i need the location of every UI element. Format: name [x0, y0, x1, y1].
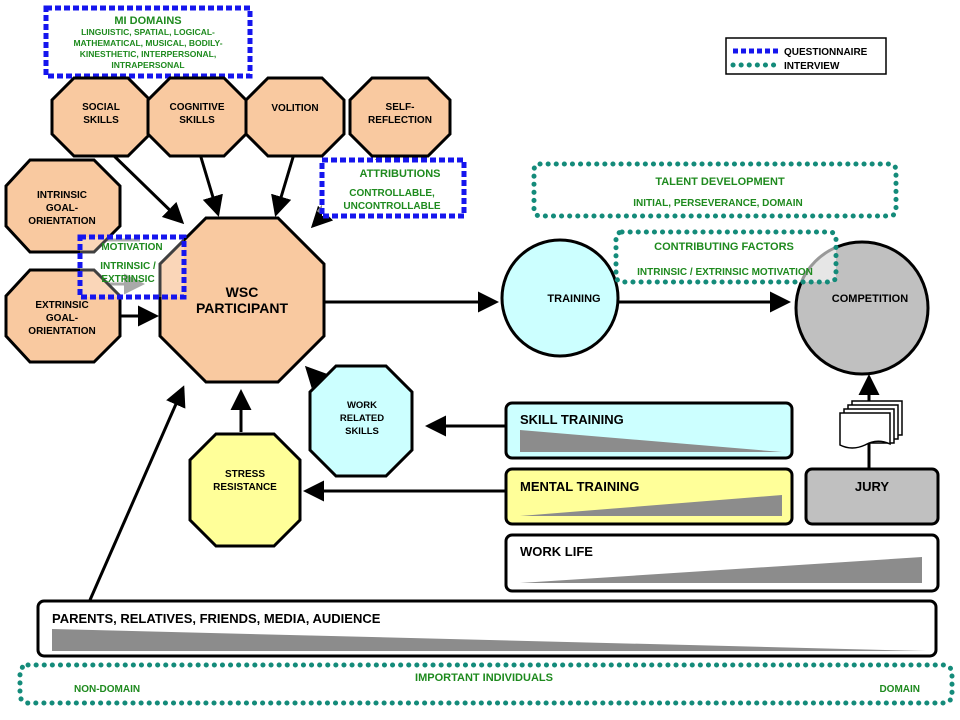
extrinsic-goal-label: EXTRINSIC	[35, 300, 88, 311]
self-reflection-label: SELF-	[386, 102, 415, 113]
extrinsic-goal-node	[4, 268, 122, 364]
extrinsic-goal-label: GOAL-	[46, 313, 78, 324]
motivation-title: MOTIVATION	[101, 242, 162, 253]
attributions-title: ATTRIBUTIONS	[359, 168, 440, 180]
documents-icon	[839, 400, 903, 449]
wsc-participant-label: WSC	[226, 284, 259, 300]
arrow-cognitive-to-participant	[198, 153, 223, 217]
social-skills-label: SOCIAL	[82, 102, 120, 113]
work-related-skills-label: SKILLS	[345, 426, 379, 437]
training-node	[500, 238, 620, 358]
legend-questionnaire-label: QUESTIONNAIRE	[784, 47, 868, 58]
extrinsic-goal-label: ORIENTATION	[28, 326, 95, 337]
contributing-factors-box: CONTRIBUTING FACTORS INTRINSIC / EXTRINS…	[613, 229, 839, 285]
arrow-social-to-participant	[108, 150, 185, 225]
mental-training-ramp	[520, 495, 782, 516]
legend: QUESTIONNAIRE INTERVIEW	[725, 37, 887, 75]
arrow-parents-to-participant	[88, 385, 186, 601]
wsc-participant-label: PARTICIPANT	[196, 300, 288, 316]
volition-node	[244, 76, 346, 158]
work-life-ramp	[520, 557, 922, 583]
mi-domains-title: MI DOMAINS	[114, 15, 181, 27]
mi-domains-line: LINGUISTIC, SPATIAL, LOGICAL-	[81, 27, 215, 37]
wsc-participant-node	[158, 216, 326, 384]
attributions-line: UNCONTROLLABLE	[343, 201, 441, 212]
training-label: TRAINING	[547, 293, 600, 305]
intrinsic-goal-node	[4, 158, 122, 254]
important-individuals-left: NON-DOMAIN	[74, 684, 140, 695]
contributing-factors-title: CONTRIBUTING FACTORS	[654, 241, 794, 253]
motivation-line: EXTRINSIC	[101, 274, 154, 285]
arrow-volition-to-participant	[271, 153, 296, 217]
work-related-skills-node	[308, 364, 414, 478]
important-individuals-box: IMPORTANT INDIVIDUALS NON-DOMAIN DOMAIN	[17, 662, 955, 706]
intrinsic-goal-label: ORIENTATION	[28, 216, 95, 227]
jury-label: JURY	[855, 479, 890, 494]
self-reflection-node	[348, 76, 452, 158]
contributing-factors-detail: INTRINSIC / EXTRINSIC MOTIVATION	[637, 267, 813, 278]
talent-development-box: TALENT DEVELOPMENT INITIAL, PERSEVERANCE…	[531, 161, 899, 219]
important-individuals-right: DOMAIN	[879, 684, 920, 695]
work-life-label: WORK LIFE	[520, 544, 593, 559]
intrinsic-goal-label: GOAL-	[46, 203, 78, 214]
mi-domains-line: KINESTHETIC, INTERPERSONAL,	[80, 49, 216, 59]
intrinsic-goal-label: INTRINSIC	[37, 190, 87, 201]
legend-interview-label: INTERVIEW	[784, 61, 840, 72]
work-related-skills-label: WORK	[347, 400, 377, 411]
important-individuals-title: IMPORTANT INDIVIDUALS	[415, 672, 553, 684]
mi-domains-box: MI DOMAINS LINGUISTIC, SPATIAL, LOGICAL-…	[43, 5, 253, 79]
motivation-box: MOTIVATION INTRINSIC / EXTRINSIC	[77, 234, 187, 300]
motivation-line: INTRINSIC /	[100, 261, 156, 272]
parents-label: PARENTS, RELATIVES, FRIENDS, MEDIA, AUDI…	[52, 611, 381, 626]
mi-domains-line: INTRAPERSONAL	[111, 60, 184, 70]
talent-development-title: TALENT DEVELOPMENT	[655, 176, 785, 188]
cognitive-skills-node	[146, 76, 248, 158]
stress-resistance-label: RESISTANCE	[213, 482, 277, 493]
social-skills-node	[50, 76, 152, 158]
skill-training-ramp	[520, 430, 782, 452]
parents-ramp	[52, 629, 926, 651]
mental-training-label: MENTAL TRAINING	[520, 479, 639, 494]
volition-label: VOLITION	[271, 103, 318, 114]
stress-resistance-node	[188, 432, 302, 548]
cognitive-skills-label: SKILLS	[179, 115, 215, 126]
skill-training-label: SKILL TRAINING	[520, 412, 624, 427]
competition-label: COMPETITION	[832, 293, 908, 305]
talent-development-detail: INITIAL, PERSEVERANCE, DOMAIN	[633, 198, 802, 209]
attributions-box: ATTRIBUTIONS CONTROLLABLE, UNCONTROLLABL…	[319, 157, 467, 219]
self-reflection-label: REFLECTION	[368, 115, 432, 126]
attributions-line: CONTROLLABLE,	[349, 188, 435, 199]
jury-box	[804, 467, 940, 526]
mi-domains-line: MATHEMATICAL, MUSICAL, BODILY-	[73, 38, 222, 48]
cognitive-skills-label: COGNITIVE	[169, 102, 224, 113]
social-skills-label: SKILLS	[83, 115, 119, 126]
stress-resistance-label: STRESS	[225, 469, 265, 480]
work-related-skills-label: RELATED	[340, 413, 384, 424]
